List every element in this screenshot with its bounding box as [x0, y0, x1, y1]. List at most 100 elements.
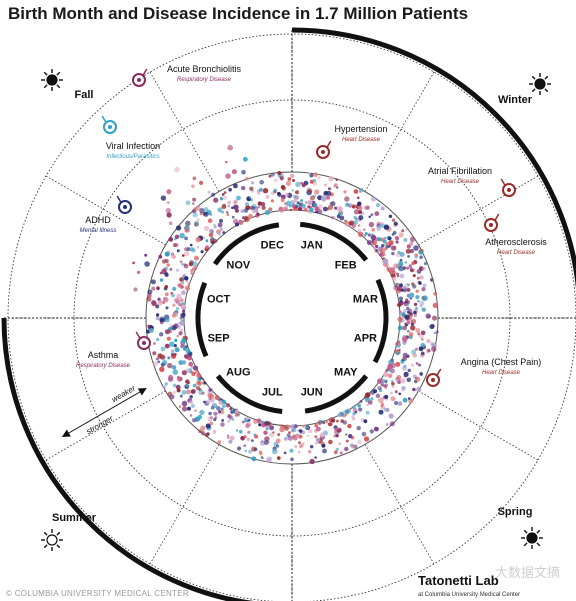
incidence-dot — [235, 209, 239, 213]
season-label-spring: Spring — [498, 506, 533, 518]
incidence-dot — [249, 186, 254, 191]
incidence-dot — [401, 358, 404, 362]
incidence-dot — [250, 446, 257, 452]
incidence-dot — [347, 423, 352, 429]
incidence-dot — [243, 435, 247, 439]
incidence-dot — [313, 203, 318, 207]
incidence-dot — [192, 202, 195, 205]
incidence-dot — [391, 251, 395, 256]
season-arc — [1, 317, 255, 601]
incidence-dot — [248, 213, 253, 219]
incidence-dot — [290, 457, 294, 462]
incidence-dot — [165, 306, 169, 310]
incidence-dot — [398, 232, 404, 238]
incidence-dot — [321, 196, 327, 202]
incidence-dot — [359, 400, 363, 403]
incidence-dot — [269, 432, 275, 438]
incidence-dot — [413, 245, 419, 251]
incidence-dot — [165, 266, 169, 270]
incidence-dot — [419, 300, 425, 306]
incidence-dot — [295, 181, 301, 187]
month-arc — [299, 221, 369, 262]
incidence-dot — [315, 437, 320, 443]
incidence-dot — [183, 333, 187, 337]
incidence-dot — [286, 433, 291, 438]
incidence-dot — [383, 236, 387, 240]
incidence-dot — [396, 272, 399, 276]
incidence-dot — [211, 192, 216, 197]
incidence-dot — [293, 198, 298, 203]
incidence-dot — [343, 190, 347, 194]
month-label-nov: NOV — [226, 259, 251, 271]
incidence-dot — [292, 428, 297, 433]
incidence-dot — [160, 346, 166, 352]
incidence-dot — [337, 206, 343, 212]
incidence-dot — [241, 185, 246, 191]
incidence-dot — [196, 218, 200, 222]
incidence-dot — [221, 193, 225, 196]
season-arcs — [1, 27, 576, 601]
incidence-dot — [164, 258, 169, 264]
incidence-dot — [388, 240, 394, 246]
incidence-dot — [190, 403, 195, 408]
incidence-dot — [377, 378, 383, 385]
incidence-dot — [172, 390, 176, 394]
incidence-dot — [158, 254, 163, 259]
sun-ray — [536, 542, 541, 547]
incidence-dot — [168, 221, 173, 225]
incidence-dot — [227, 419, 231, 423]
incidence-dot — [388, 413, 394, 419]
incidence-dot — [169, 394, 175, 400]
incidence-dot — [413, 302, 418, 307]
incidence-dot — [171, 365, 177, 370]
incidence-dot — [217, 207, 223, 213]
incidence-dot — [175, 384, 181, 390]
incidence-dot — [295, 433, 300, 438]
incidence-dot — [380, 206, 385, 211]
incidence-dot — [405, 266, 410, 270]
incidence-dot — [315, 426, 321, 432]
incidence-dot — [412, 274, 416, 278]
incidence-dot — [209, 421, 214, 426]
marker-center — [108, 125, 112, 129]
incidence-dot — [407, 329, 410, 333]
incidence-dot — [308, 429, 313, 434]
incidence-dot — [388, 214, 393, 218]
incidence-dot — [361, 431, 367, 437]
incidence-dot — [297, 450, 301, 454]
incidence-dot — [364, 436, 370, 442]
incidence-dot — [268, 174, 272, 178]
incidence-dot — [279, 426, 285, 433]
incidence-dot — [157, 300, 163, 306]
incidence-dot — [398, 260, 403, 265]
incidence-dot — [208, 388, 212, 392]
incidence-dot — [185, 384, 189, 388]
month-spoke — [149, 444, 220, 565]
incidence-dot — [430, 278, 434, 282]
incidence-dot — [133, 287, 138, 292]
incidence-dot — [253, 419, 258, 424]
incidence-dot — [188, 361, 194, 367]
incidence-dot — [171, 313, 176, 318]
incidence-dot — [310, 445, 314, 449]
sun-ray — [531, 88, 536, 93]
incidence-dot — [281, 186, 287, 191]
incidence-dot — [196, 373, 202, 379]
incidence-dot — [213, 225, 217, 229]
incidence-dot — [308, 172, 311, 175]
incidence-dot — [189, 395, 193, 399]
incidence-dot — [132, 261, 136, 265]
incidence-dot — [397, 285, 403, 292]
incidence-dot — [272, 448, 278, 455]
incidence-dot — [394, 235, 399, 241]
incidence-dot — [363, 234, 367, 237]
incidence-dot — [185, 348, 191, 354]
incidence-dot — [212, 403, 217, 407]
incidence-dot — [201, 377, 205, 381]
incidence-dot — [431, 346, 437, 352]
incidence-dot — [277, 456, 281, 460]
watermark: 大数据文摘 — [494, 565, 560, 580]
incidence-dot — [342, 420, 347, 425]
incidence-dot — [221, 210, 225, 214]
